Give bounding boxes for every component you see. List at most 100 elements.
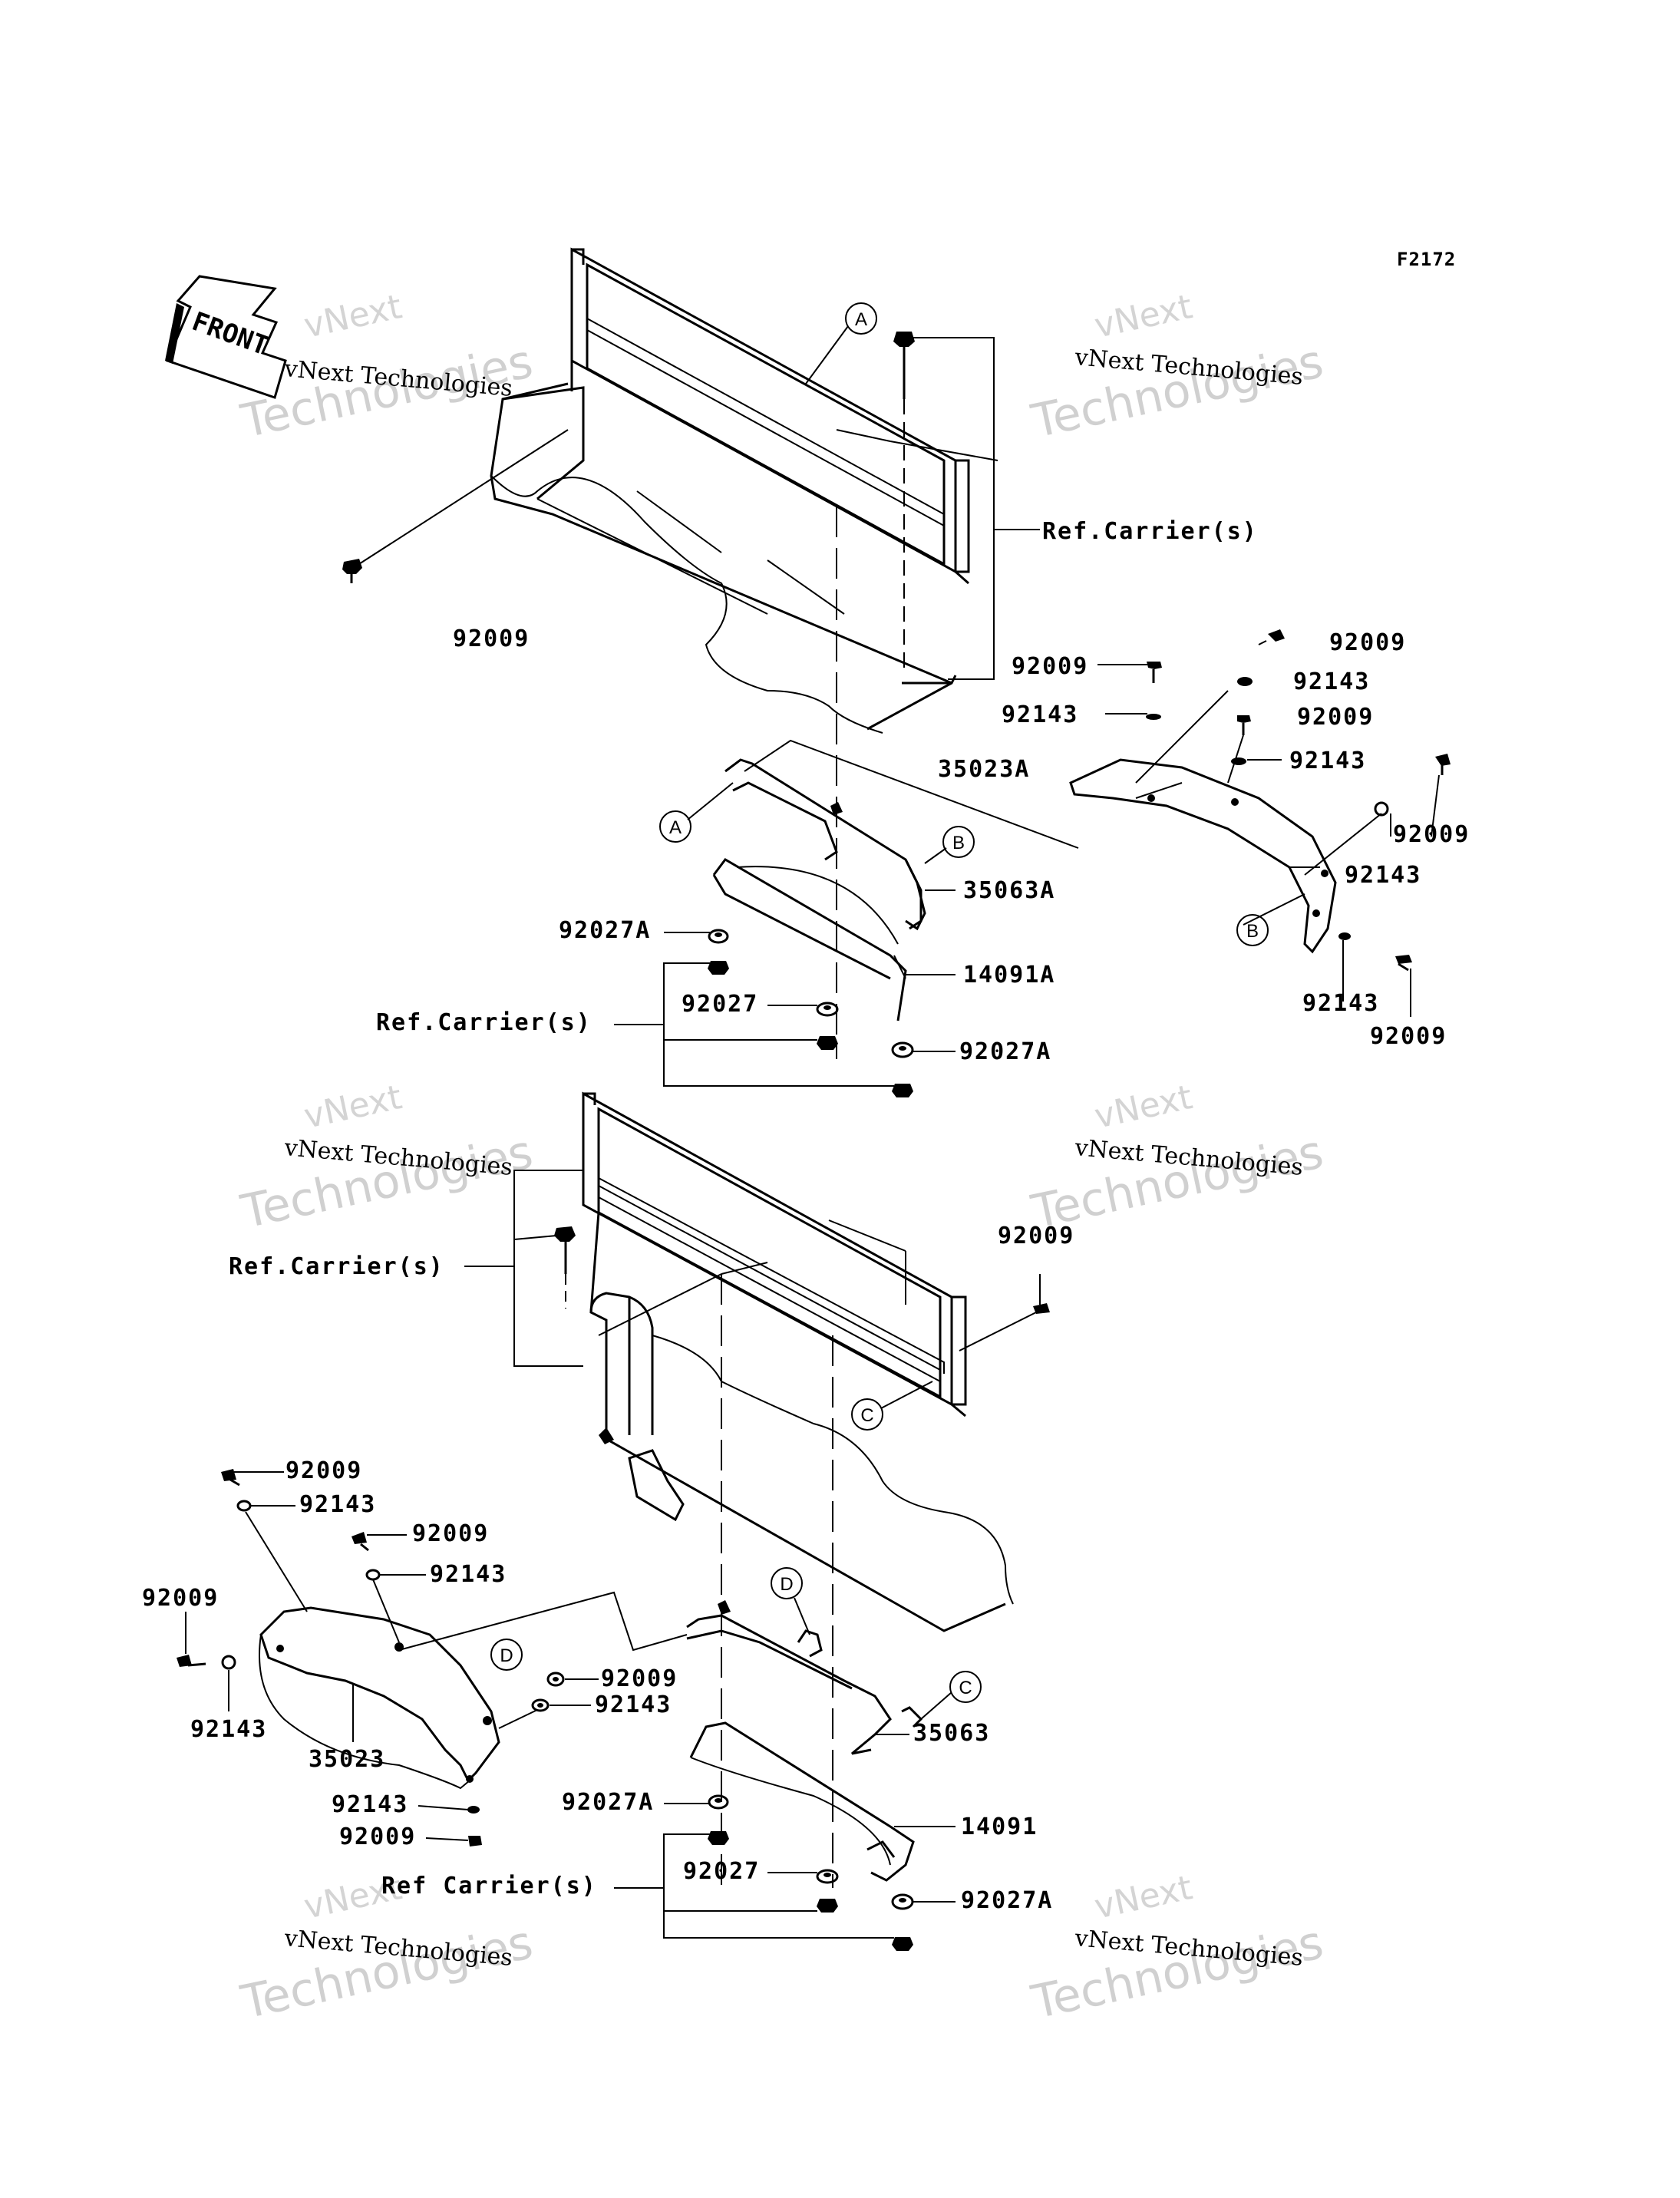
part-number: 92009 — [412, 1520, 489, 1547]
bracket-35063A — [724, 758, 926, 931]
callout-letter: D — [780, 1574, 793, 1595]
bolt-92009-u3-icon — [1268, 629, 1285, 642]
front-arrow-icon: FRONT — [165, 275, 287, 399]
bolt-92009-u6-icon — [1395, 955, 1412, 972]
part-number: 92027A — [961, 1887, 1053, 1914]
watermark-bottom-right: vNext Technologies vNext Technologies — [1027, 1868, 1328, 2030]
part-number: 35063 — [913, 1720, 990, 1747]
watermark-mid-right: vNext Technologies vNext Technologies — [1027, 1078, 1328, 1239]
nut-lower-center-icon — [817, 1899, 838, 1913]
washer-92027A-lower-left-icon — [708, 1794, 729, 1810]
ref-carrier-label: Ref.Carrier(s) — [1042, 518, 1258, 545]
part-number: 92143 — [1302, 990, 1379, 1017]
bolt-92009-u4-icon — [1237, 715, 1251, 735]
part-number: 92143 — [190, 1716, 267, 1743]
washer-92027-upper-icon — [816, 1002, 839, 1017]
part-number: 92009 — [1329, 629, 1406, 656]
part-number: 92009 — [1393, 821, 1470, 848]
part-number: 92143 — [332, 1791, 408, 1818]
part-number: 92143 — [430, 1561, 507, 1588]
lower-centerline-leader — [598, 1273, 722, 1336]
lower-centerline-leader2 — [721, 1262, 768, 1275]
callout-B-bracket-leader — [924, 847, 947, 864]
bolt-92009-u5-icon — [1435, 754, 1451, 775]
callout-C-bracket-leader — [920, 1691, 952, 1720]
washer-92143-u5-icon — [1338, 932, 1351, 940]
fender-35023 — [259, 1606, 500, 1790]
watermark-top-right: vNext Technologies vNext Technologies — [1027, 287, 1328, 449]
callout-A-bracket-leader — [687, 782, 734, 820]
bolt-92009-l5-icon — [546, 1672, 565, 1687]
callout-D-bracket: D — [771, 1567, 803, 1599]
part-number: 92143 — [1293, 668, 1370, 695]
part-number: 92027A — [959, 1038, 1051, 1065]
nut-lower-left-icon — [708, 1831, 729, 1845]
lower-carrier-frame — [582, 1091, 967, 1417]
callout-letter: A — [669, 817, 682, 838]
part-number: 92009 — [998, 1223, 1074, 1249]
part-number: 14091A — [963, 962, 1055, 988]
lower-assembly: C C D D Ref.Carrier(s) 92009 92009 92009… — [142, 1091, 1074, 1951]
figure-code: F2172 — [1397, 249, 1456, 270]
part-number: 35023 — [309, 1746, 385, 1773]
watermark-line1: vNext — [1091, 1078, 1196, 1137]
callout-C-bracket: C — [949, 1671, 982, 1703]
ref-carrier-label: Ref.Carrier(s) — [229, 1253, 444, 1280]
watermark-line1: vNext — [301, 287, 405, 346]
part-number: 92027 — [683, 1858, 760, 1885]
bolt-92009-l3-icon — [352, 1532, 369, 1552]
bolt-92009-u1-icon — [342, 559, 362, 583]
washer-92143-u4-icon — [1374, 801, 1389, 817]
part-number: 92009 — [1370, 1023, 1447, 1050]
callout-B-bracket: B — [942, 826, 975, 858]
part-number: 92027A — [562, 1789, 654, 1816]
callout-letter: A — [855, 309, 867, 330]
upper-leaders — [352, 337, 1440, 1087]
nut-upper-center-icon — [817, 1036, 838, 1050]
callout-letter: C — [860, 1405, 873, 1426]
part-number: 14091 — [961, 1814, 1038, 1840]
bolt-upper-icon — [893, 332, 915, 399]
callout-letter: B — [1246, 921, 1259, 942]
washer-92143-l1-icon — [236, 1500, 252, 1512]
nut-lower-right-icon — [892, 1937, 913, 1951]
fender-35023A — [1069, 758, 1337, 954]
part-number: 92143 — [1289, 748, 1366, 774]
washer-92143-l2-icon — [365, 1569, 381, 1581]
part-number: 92009 — [453, 625, 530, 652]
watermark-top-left: vNext Technologies vNext Technologies — [236, 287, 538, 449]
part-number: 35063A — [963, 877, 1055, 904]
part-number: 92027A — [559, 917, 651, 944]
washer-92143-u1-icon — [1146, 714, 1161, 720]
callout-A-top-leader — [805, 325, 849, 384]
washer-92143-l4-icon — [531, 1698, 550, 1712]
callout-A-bracket: A — [659, 810, 691, 843]
washer-92143-l3-icon — [221, 1655, 236, 1670]
part-number: 35023A — [938, 756, 1030, 783]
nut-upper-right-icon — [892, 1084, 913, 1097]
watermark-mid-left: vNext Technologies vNext Technologies — [236, 1078, 538, 1239]
upper-bed-panel — [490, 382, 952, 734]
bar-14091A — [712, 858, 907, 1021]
bolt-92009-l6-icon — [468, 1836, 482, 1847]
callout-A-top: A — [845, 302, 877, 335]
callout-letter: C — [959, 1678, 972, 1698]
watermark-line1: vNext — [301, 1078, 405, 1137]
callout-D-fender: D — [490, 1639, 523, 1671]
lower-bed-panel — [589, 1212, 1014, 1632]
callout-letter: D — [500, 1645, 513, 1666]
washer-92027A-upper-left-icon — [708, 929, 729, 944]
bolt-lower-frame-icon — [554, 1226, 576, 1274]
washer-92143-l5-icon — [467, 1806, 480, 1814]
watermark-line1: vNext — [1091, 287, 1196, 346]
upper-carrier-frame — [570, 247, 970, 731]
callout-letter: B — [952, 833, 965, 853]
watermark-line3: Technologies — [236, 1916, 538, 2030]
part-number: 92009 — [601, 1665, 678, 1692]
watermark-line3: Technologies — [236, 1125, 538, 1239]
upper-leader — [836, 429, 891, 442]
callout-C-frame-leader — [880, 1381, 933, 1409]
ref-carrier-label: Ref.Carrier(s) — [376, 1009, 592, 1036]
ref-carrier-label: Ref Carrier(s) — [381, 1873, 597, 1899]
callout-B-fender: B — [1236, 914, 1269, 946]
